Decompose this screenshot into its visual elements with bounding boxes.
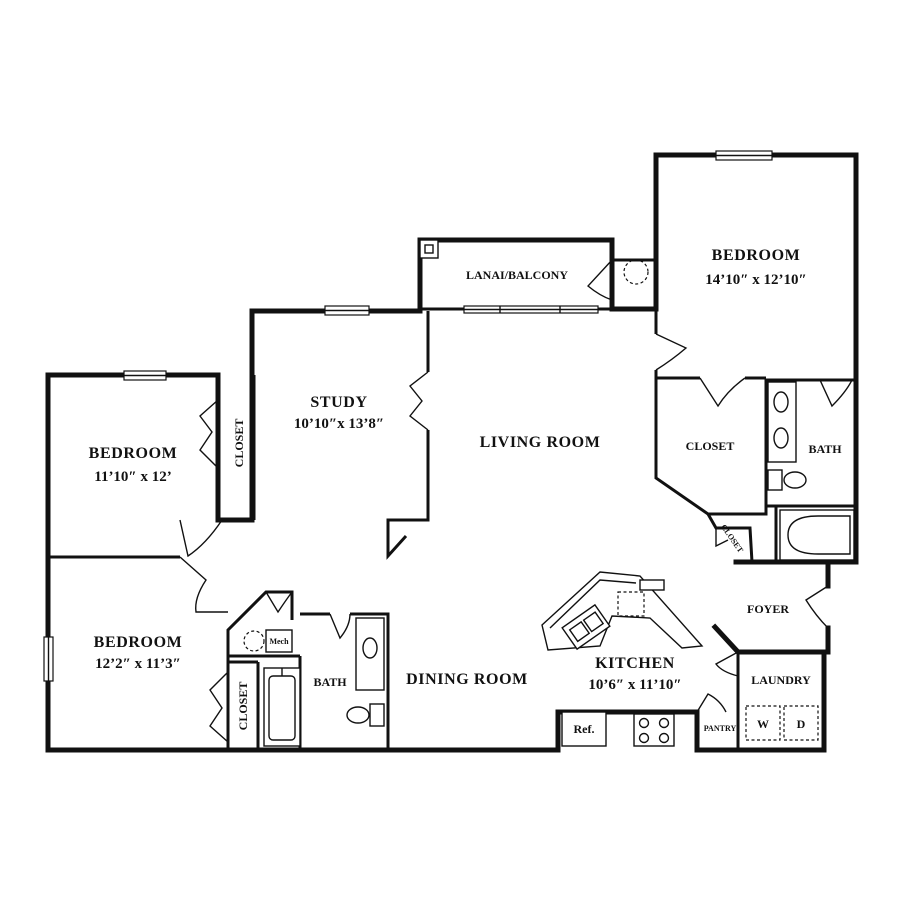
washer-label: W <box>757 717 769 731</box>
master-bath-label: BATH <box>808 442 842 456</box>
upper-left-closet-label: CLOSET <box>232 419 246 468</box>
living-room-label: LIVING ROOM <box>480 434 601 451</box>
hall-bath-label: BATH <box>313 675 347 689</box>
upper-left-bedroom-name: BEDROOM <box>89 445 178 462</box>
fridge-label: Ref. <box>574 722 595 736</box>
kitchen-dims: 10’6″ x 11’10″ <box>588 677 681 693</box>
kitchen-name: KITCHEN <box>595 655 675 672</box>
laundry-label: LAUNDRY <box>751 673 811 687</box>
lower-left-closet-label: CLOSET <box>236 682 250 731</box>
study-name: STUDY <box>310 394 367 411</box>
mech-label: Mech <box>269 637 289 646</box>
fixtures <box>243 239 855 747</box>
interior-walls <box>48 240 856 750</box>
lower-left-bedroom-dims: 12’2″ x 11’3″ <box>95 656 181 672</box>
master-bedroom-dims: 14’10″ x 12’10″ <box>705 272 807 288</box>
dining-room-label: DINING ROOM <box>406 671 528 688</box>
upper-left-bedroom-dims: 11’10″ x 12’ <box>94 469 171 485</box>
study-dims: 10’10″x 13’8″ <box>294 416 384 432</box>
room-labels: BEDROOM 14’10″ x 12’10″ BATH CLOSET CLOS… <box>89 247 843 736</box>
pantry-label: PANTRY <box>704 724 737 733</box>
windows <box>43 150 773 682</box>
doors <box>179 259 853 743</box>
master-closet-label: CLOSET <box>686 439 735 453</box>
lower-left-bedroom-name: BEDROOM <box>94 634 183 651</box>
lanai-label: LANAI/BALCONY <box>466 268 568 282</box>
dryer-label: D <box>797 717 806 731</box>
foyer-label: FOYER <box>747 602 789 616</box>
master-bedroom-name: BEDROOM <box>712 247 801 264</box>
